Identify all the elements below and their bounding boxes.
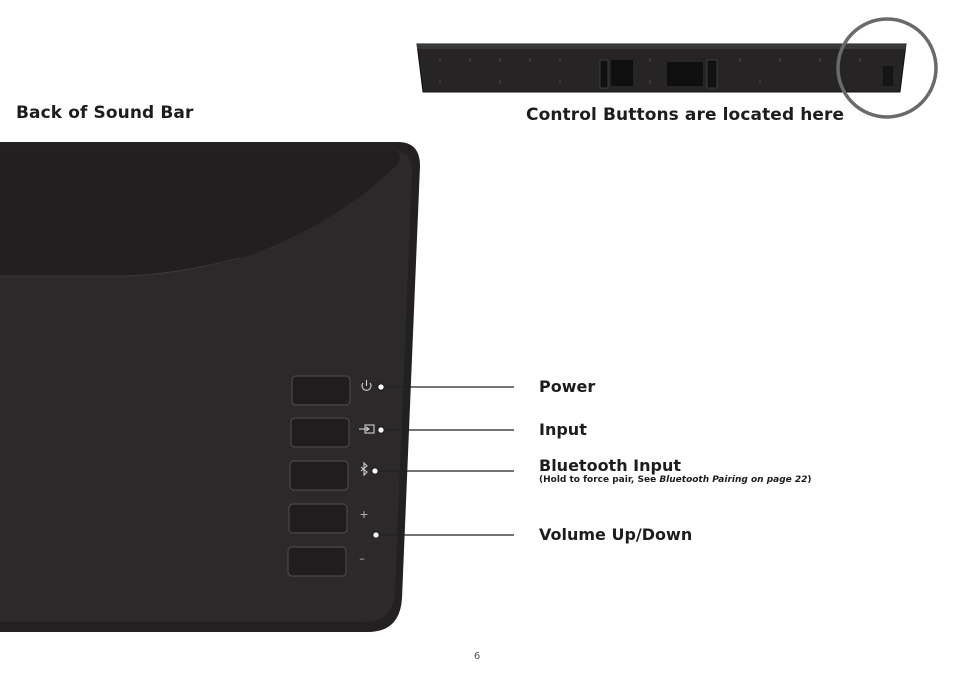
bluetooth-note: (Hold to force pair, See Bluetooth Pairi… xyxy=(539,475,812,485)
page-number: 6 xyxy=(473,651,481,662)
input-icon xyxy=(359,424,375,434)
input-label: Input xyxy=(539,420,587,439)
power-callout-dot xyxy=(377,383,385,391)
bluetooth-note-prefix: (Hold to force pair, See xyxy=(539,475,660,485)
sound-bar-overview xyxy=(416,43,907,93)
magnifier-ring xyxy=(836,17,938,119)
bluetooth-note-suffix: ) xyxy=(807,475,812,485)
volume-label: Volume Up/Down xyxy=(539,525,693,544)
input-button xyxy=(290,417,350,448)
power-label: Power xyxy=(539,377,596,396)
bluetooth-icon xyxy=(360,461,368,477)
bluetooth-input-label: Bluetooth Input xyxy=(539,456,681,475)
bluetooth-callout-dot xyxy=(371,467,379,475)
power-icon xyxy=(361,380,372,391)
back-of-sound-bar-title: Back of Sound Bar xyxy=(16,103,194,123)
callout-lines xyxy=(371,383,514,539)
input-callout-dot xyxy=(377,426,385,434)
power-button xyxy=(291,375,351,406)
volume-down-button xyxy=(287,546,347,577)
control-buttons-location-title: Control Buttons are located here xyxy=(526,105,845,125)
sound-bar-closeup xyxy=(0,142,420,632)
volume-callout-dot xyxy=(372,531,380,539)
control-buttons xyxy=(287,375,351,577)
volume-up-symbol: + xyxy=(359,508,368,521)
volume-down-symbol: – xyxy=(359,552,365,565)
volume-up-button xyxy=(288,503,348,534)
bluetooth-pairing-reference: Bluetooth Pairing on page 22 xyxy=(659,475,808,485)
bluetooth-button xyxy=(289,460,349,491)
